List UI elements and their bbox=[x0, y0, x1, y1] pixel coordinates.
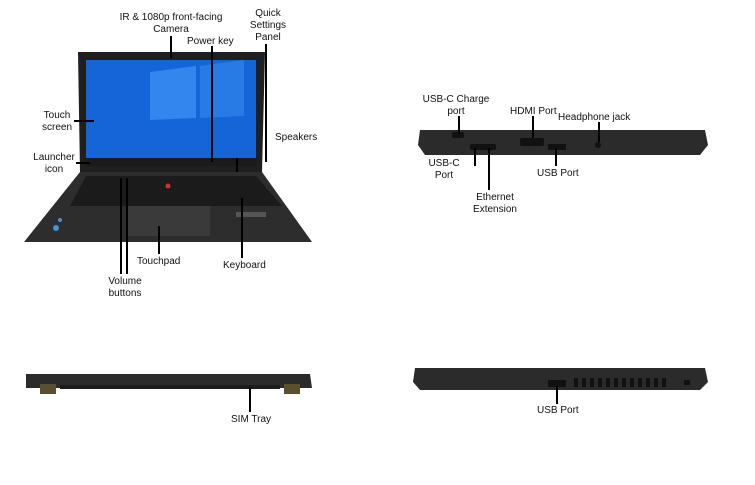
label-ethernet: Ethernet Extension bbox=[473, 192, 517, 215]
label-hdmi: HDMI Port bbox=[510, 106, 557, 117]
quick-settings-leader bbox=[265, 44, 267, 162]
label-quick-settings: Quick Settings Panel bbox=[249, 8, 287, 43]
volume-leader-1 bbox=[120, 178, 122, 274]
touchpad-leader bbox=[158, 226, 160, 254]
label-usbc: USB-C Port bbox=[428, 158, 460, 181]
headphone-leader bbox=[598, 122, 600, 142]
label-usb-port-left: USB Port bbox=[537, 168, 579, 179]
windows-logo-glow bbox=[150, 66, 196, 120]
label-power-key: Power key bbox=[187, 36, 234, 47]
touchpad-surface bbox=[128, 206, 210, 236]
usbc-charge-leader bbox=[458, 116, 460, 134]
hdmi-leader bbox=[532, 116, 534, 138]
laptop-left-side-view bbox=[418, 130, 708, 155]
label-launcher-icon: Launcher icon bbox=[33, 152, 75, 175]
usbc-leader bbox=[474, 148, 476, 166]
touch-screen-leader bbox=[74, 120, 94, 122]
usb-right-leader bbox=[556, 386, 558, 404]
label-usb-port-right: USB Port bbox=[537, 405, 579, 416]
keyboard-leader bbox=[241, 198, 243, 258]
usb-left-leader bbox=[555, 148, 557, 166]
sim-leader bbox=[249, 388, 251, 412]
label-camera: IR & 1080p front-facing Camera bbox=[119, 12, 223, 35]
label-keyboard: Keyboard bbox=[223, 260, 266, 271]
launcher-leader bbox=[76, 162, 90, 164]
power-key-leader bbox=[211, 46, 213, 162]
label-speakers: Speakers bbox=[275, 132, 318, 143]
camera-leader bbox=[170, 36, 172, 58]
label-sim-tray: SIM Tray bbox=[231, 414, 272, 425]
taskbar bbox=[86, 158, 256, 166]
volume-leader-2 bbox=[126, 178, 128, 274]
label-touch-screen: Touch screen bbox=[42, 110, 73, 133]
laptop-right-side-view bbox=[413, 368, 708, 390]
label-touchpad: Touchpad bbox=[137, 256, 181, 267]
label-usbc-charge: USB-C Charge port bbox=[422, 94, 490, 117]
laptop-front-view bbox=[24, 52, 312, 242]
keyboard-area bbox=[70, 176, 282, 206]
speakers-leader bbox=[236, 158, 238, 172]
label-volume-buttons: Volume buttons bbox=[108, 276, 142, 299]
label-headphone: Headphone jack bbox=[558, 112, 631, 123]
laptop-rear-view bbox=[26, 374, 312, 394]
ethernet-leader bbox=[488, 148, 490, 190]
trackpoint bbox=[165, 183, 171, 189]
